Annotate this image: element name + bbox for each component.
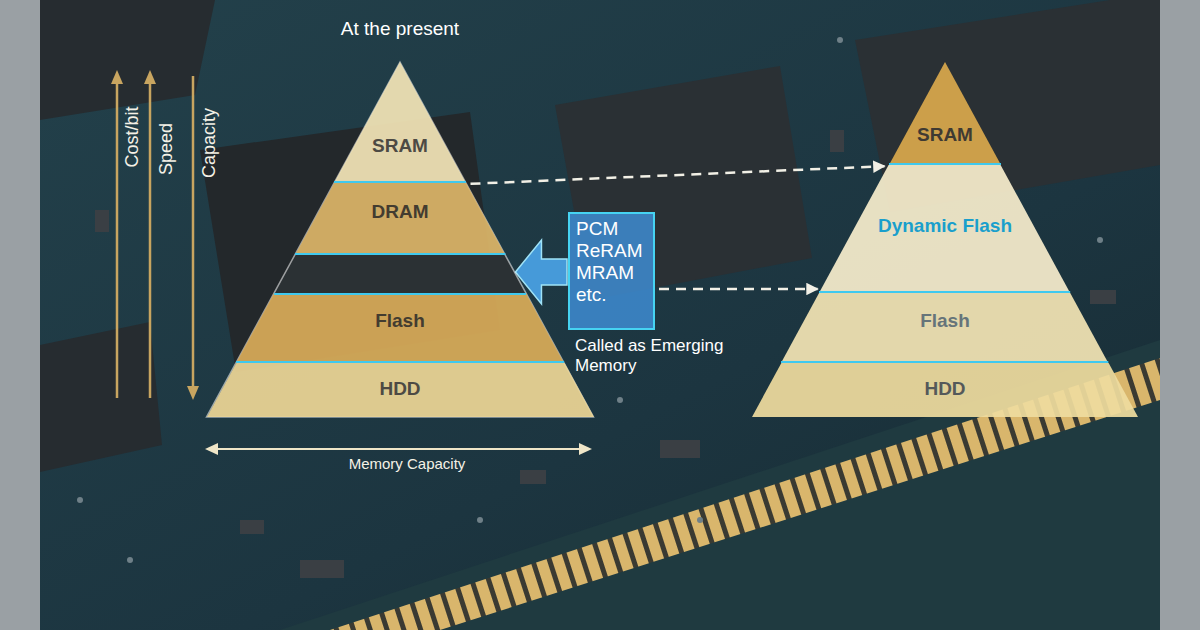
board-edge bbox=[280, 340, 1160, 630]
band-label: SRAM bbox=[372, 135, 428, 157]
chip bbox=[40, 322, 162, 472]
axis-label: Cost/bit bbox=[122, 106, 144, 167]
band-label: DRAM bbox=[371, 201, 428, 223]
band-shape bbox=[819, 165, 1070, 293]
band-shape bbox=[207, 363, 594, 417]
axis-arrowhead bbox=[187, 386, 199, 400]
via bbox=[617, 397, 623, 403]
pyramid-band: SRAM bbox=[334, 62, 466, 183]
axis-arrowhead bbox=[579, 443, 592, 455]
band-divider bbox=[236, 361, 564, 363]
band-shape bbox=[752, 363, 1138, 417]
band-label: Flash bbox=[375, 310, 425, 332]
component bbox=[300, 560, 344, 578]
empty-band bbox=[274, 255, 526, 293]
callout-heading: Called as Emerging Memory bbox=[575, 336, 750, 376]
component bbox=[240, 520, 264, 534]
side-bar bbox=[0, 0, 40, 630]
band-shape bbox=[889, 62, 1001, 165]
via bbox=[127, 557, 133, 563]
axis-label: Capacity bbox=[199, 108, 221, 178]
dashed-arrow bbox=[659, 288, 818, 291]
axis-label: Speed bbox=[156, 123, 178, 175]
band-shape bbox=[236, 293, 564, 363]
component bbox=[660, 440, 700, 458]
axis-arrowhead bbox=[111, 70, 123, 84]
band-shape bbox=[334, 62, 466, 183]
band-label: HDD bbox=[379, 378, 420, 400]
band-shape bbox=[295, 183, 505, 255]
via bbox=[77, 497, 83, 503]
axis-arrowhead bbox=[144, 70, 156, 84]
pyramid-band: DRAM bbox=[295, 183, 505, 255]
callout-text: PCM ReRAM MRAM etc. bbox=[576, 218, 647, 306]
component bbox=[520, 470, 546, 484]
callout-box: PCM ReRAM MRAM etc. bbox=[568, 212, 655, 330]
band-divider bbox=[889, 163, 1001, 165]
pyramid-title: At the present bbox=[341, 18, 459, 40]
band-divider bbox=[781, 361, 1108, 363]
component bbox=[830, 130, 844, 152]
component bbox=[95, 210, 109, 232]
components bbox=[95, 130, 1116, 578]
chip bbox=[40, 0, 215, 120]
band-label: SRAM bbox=[917, 124, 973, 146]
dashed-arrow bbox=[470, 166, 884, 184]
band-divider bbox=[295, 253, 505, 255]
pyramid-band: Flash bbox=[236, 293, 564, 363]
axis-caption: Memory Capacity bbox=[349, 455, 466, 473]
capacity-axis bbox=[215, 448, 582, 450]
component bbox=[1090, 290, 1116, 304]
via bbox=[1097, 237, 1103, 243]
axis-line bbox=[116, 80, 119, 398]
band-label: HDD bbox=[924, 378, 965, 400]
band-divider bbox=[274, 293, 526, 295]
pyramid-band: HDD bbox=[207, 363, 594, 417]
emerging-memory-box: PCM ReRAM MRAM etc. Called as Emerging Me… bbox=[568, 212, 753, 380]
pyramid-band: SRAM bbox=[889, 62, 1001, 165]
side-bar bbox=[1160, 0, 1200, 630]
band-divider bbox=[334, 181, 466, 183]
pyramid-outline bbox=[207, 62, 594, 417]
via bbox=[697, 517, 703, 523]
pyramid-band: Flash bbox=[781, 293, 1108, 363]
via bbox=[837, 37, 843, 43]
axis-line bbox=[149, 80, 152, 398]
pyramid: At the presentSRAM DRAM FlashHDD bbox=[195, 14, 605, 420]
pyramid-band: HDD bbox=[752, 363, 1138, 417]
axis-arrowhead bbox=[205, 443, 218, 455]
axis-arrows bbox=[117, 76, 193, 398]
band-shape bbox=[889, 62, 1001, 165]
band-label: Flash bbox=[920, 310, 970, 332]
band-label: Dynamic Flash bbox=[878, 215, 1012, 237]
band-shape bbox=[334, 62, 466, 183]
pyramid-band: Dynamic Flash bbox=[819, 165, 1070, 293]
axis-line bbox=[192, 76, 195, 390]
via bbox=[477, 517, 483, 523]
band-shape bbox=[781, 293, 1108, 363]
band-divider bbox=[819, 291, 1070, 293]
